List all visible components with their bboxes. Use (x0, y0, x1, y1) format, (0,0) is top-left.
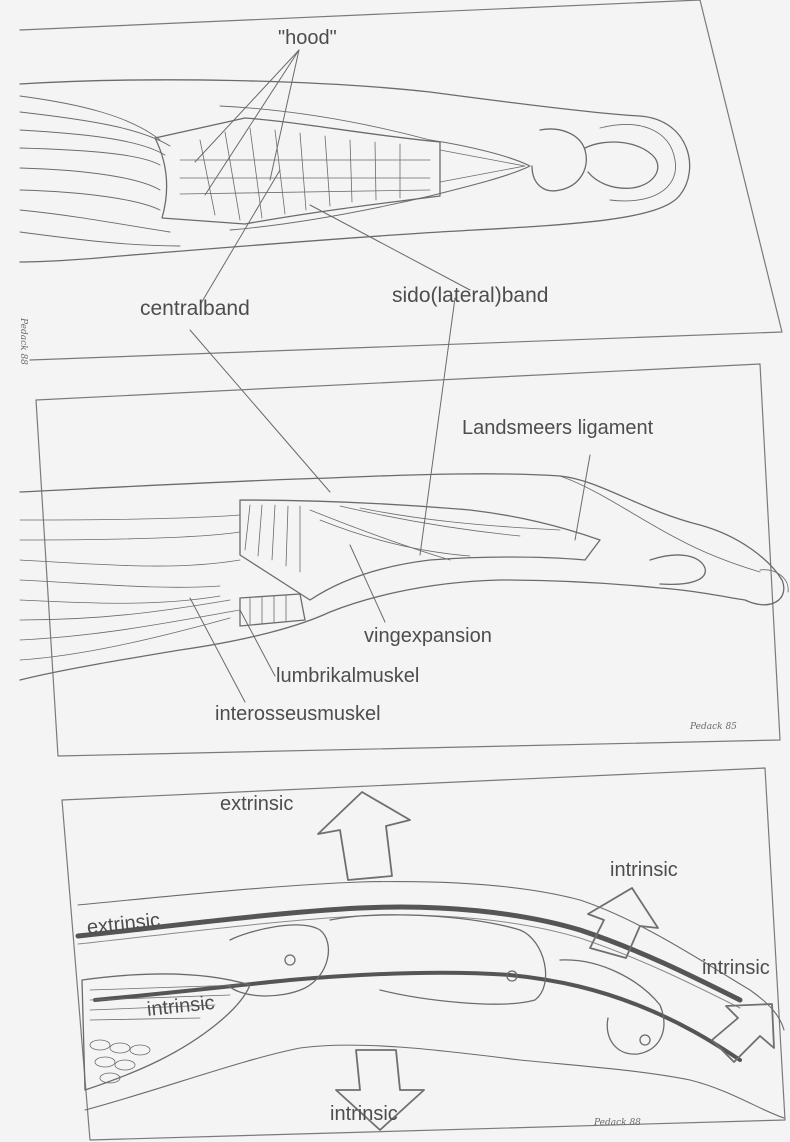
vingexpansion-sheet (240, 500, 600, 600)
hood-expansion (155, 118, 440, 224)
distal-joint (532, 129, 586, 191)
label-intrinsic-down: intrinsic (330, 1104, 398, 1124)
label-intrinsic-far-right: intrinsic (702, 958, 788, 978)
label-vingexpansion: vingexpansion (364, 626, 492, 646)
middle-phalanx (330, 915, 546, 1004)
distal-phalanx-3 (560, 960, 664, 1054)
joint-marker-1 (285, 955, 295, 965)
panel3-artist-signature: Pedack 88 (594, 1118, 641, 1128)
label-lateral-band: sido(lateral)band (392, 285, 548, 306)
panel2-frame (36, 364, 780, 756)
panel-lateral-view (20, 364, 788, 756)
label-intrinsic-upper-right: intrinsic (610, 860, 678, 880)
panel1-finger-outline (20, 80, 690, 262)
label-hood: "hood" (278, 28, 337, 48)
panel1-artist-signature: Pedack 88 (18, 318, 28, 365)
muscle-bundles (90, 1040, 150, 1083)
label-centralband: centralband (140, 298, 250, 319)
panel1-fibers (20, 96, 430, 246)
hood-cross-hatching (180, 128, 430, 220)
panel-force-diagram (62, 768, 785, 1140)
joint-marker-3 (640, 1035, 650, 1045)
intrinsic-tendon (95, 973, 740, 1060)
extrinsic-up-arrow (318, 792, 410, 880)
label-lumbrikalmuskel: lumbrikalmuskel (276, 666, 419, 686)
panel2-artist-signature: Pedack 85 (690, 722, 737, 732)
label-extrinsic-arrow: extrinsic (220, 794, 293, 814)
label-interosseusmuskel: interosseusmuskel (215, 704, 381, 724)
panel-dorsal-view (20, 0, 782, 555)
intrinsic-far-right-arrow (712, 1004, 774, 1062)
distal-phalanx (650, 555, 705, 584)
label-landsmeers-ligament: Landsmeers ligament (462, 418, 653, 438)
